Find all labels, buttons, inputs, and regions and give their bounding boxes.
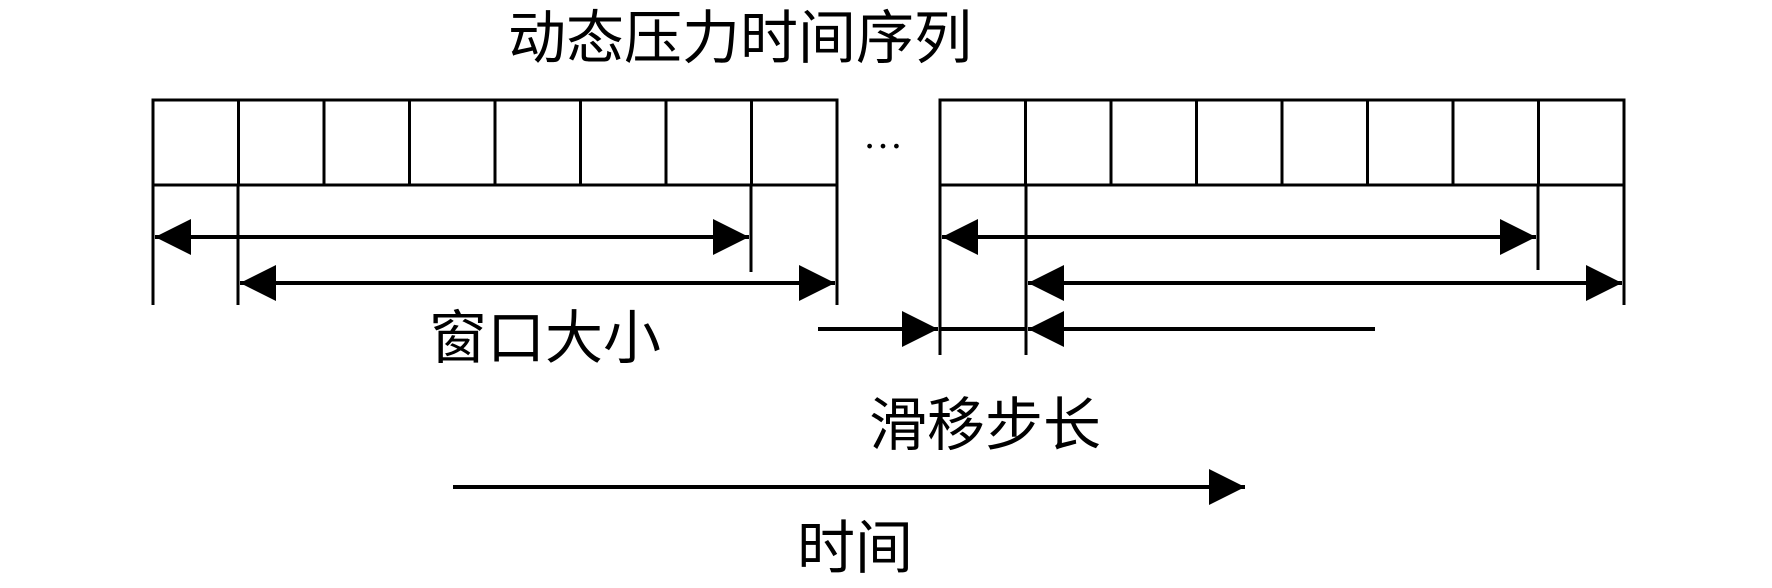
diagram-title: 动态压力时间序列 [508, 4, 972, 72]
sequence-block-left-cells [237, 100, 753, 185]
right-window-ticks [938, 185, 1626, 355]
sequence-block-right [938, 98, 1626, 187]
left-window-ticks [151, 185, 839, 305]
sequence-block-left [151, 98, 839, 187]
sequence-block-right-cells [1024, 100, 1540, 185]
time-axis-label: 时间 [797, 514, 913, 582]
ellipsis-mark: … [863, 112, 903, 157]
step-size-label: 滑移步长 [869, 391, 1101, 459]
window-size-label: 窗口大小 [429, 304, 661, 372]
